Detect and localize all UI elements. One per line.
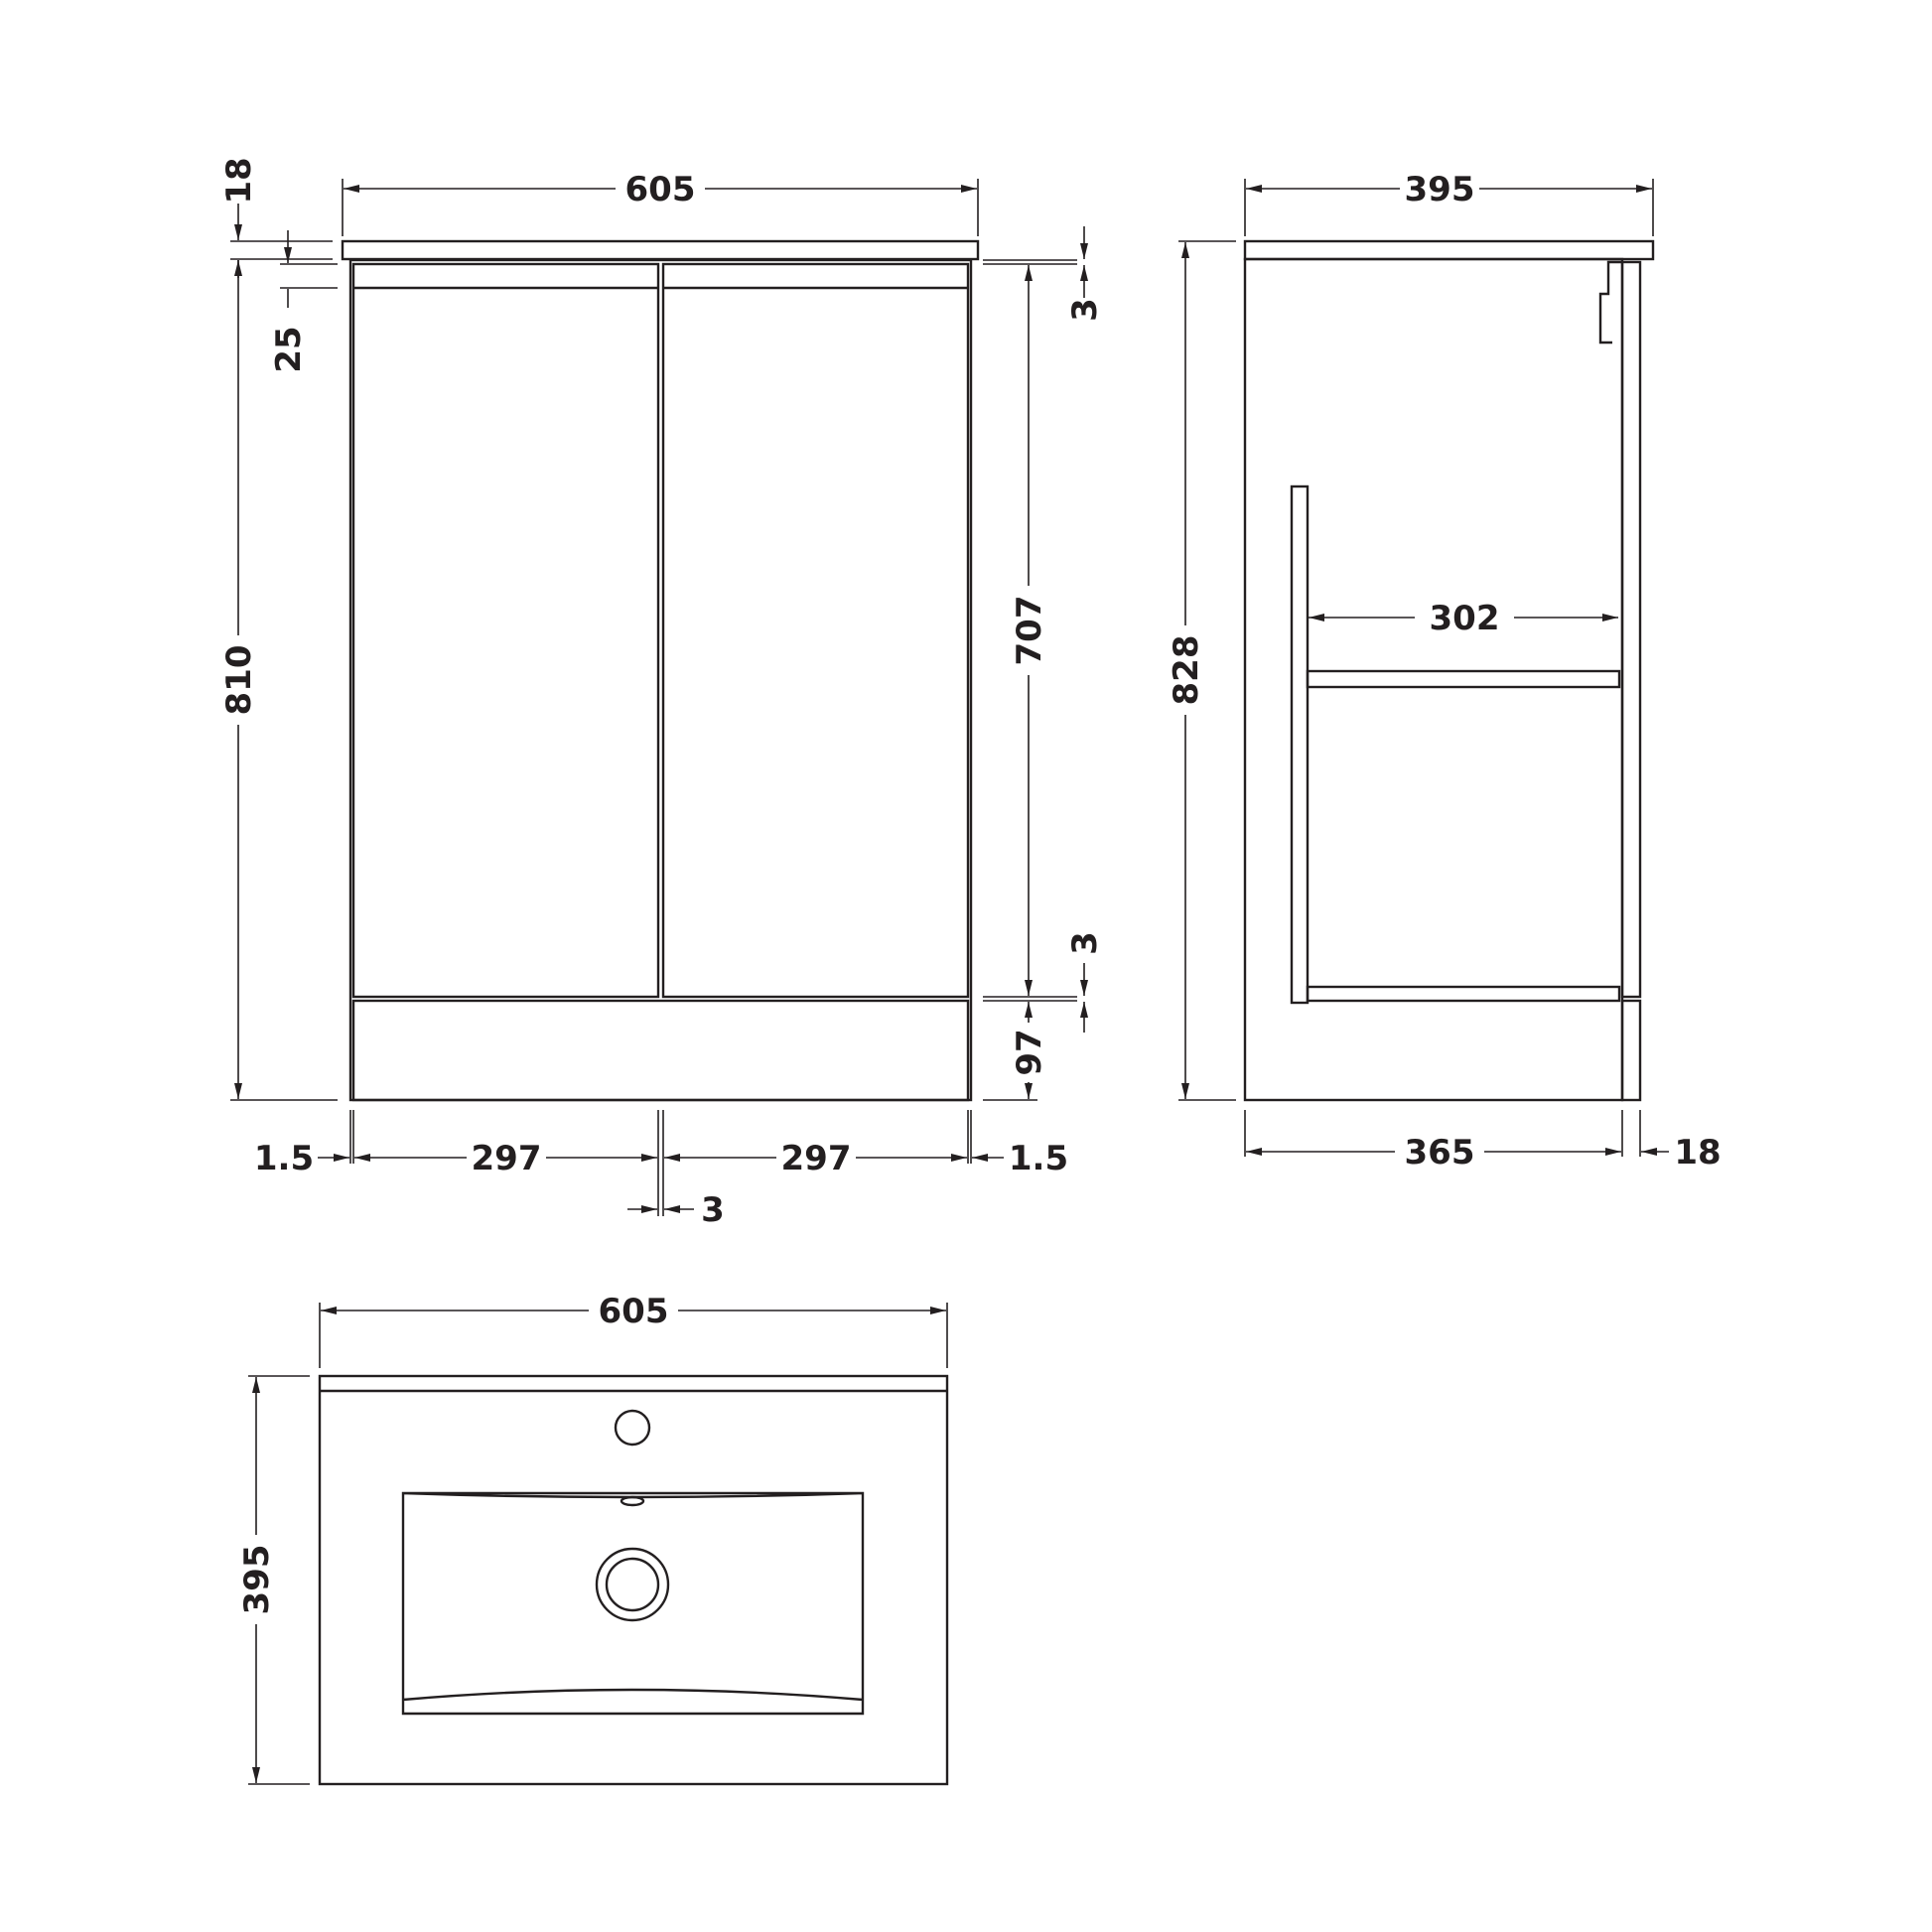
left-door: [351, 262, 660, 999]
carcass-depth-label: 365: [1405, 1133, 1475, 1173]
front-carcass: [348, 258, 973, 1102]
front-dimensions: 605 18 25 810 707 3 3: [219, 157, 1105, 1230]
plan-view: [318, 1374, 949, 1786]
overflow-slot: [620, 1495, 645, 1507]
left-door-width-label: 297: [472, 1139, 542, 1178]
right-reveal-label: 1.5: [1009, 1139, 1068, 1178]
handle-profile: [1598, 260, 1622, 345]
plan-dimensions: 605 395: [237, 1292, 948, 1785]
side-carcass: [1243, 257, 1624, 1102]
worktop-thickness-label: 18: [219, 157, 259, 204]
top-gap-label: 25: [269, 326, 309, 372]
front-worktop: [341, 239, 980, 261]
plinth-height-label: 97: [1010, 1029, 1049, 1075]
side-height-label: 828: [1167, 635, 1206, 706]
upper-gap-label: 3: [1065, 298, 1105, 322]
front-plinth: [351, 999, 970, 1102]
right-door-width-label: 297: [781, 1139, 852, 1178]
side-door: [1620, 260, 1642, 999]
front-height-label: 810: [219, 645, 259, 716]
basin-outline: [318, 1374, 949, 1786]
centre-gap-label: 3: [701, 1190, 725, 1230]
front-width-label: 605: [625, 170, 696, 209]
side-shelf: [1306, 669, 1621, 689]
left-reveal-label: 1.5: [254, 1139, 314, 1178]
basin-bowl: [401, 1491, 865, 1716]
shelf-depth-label: 302: [1430, 599, 1500, 638]
waste-inner: [605, 1557, 660, 1612]
basin-width-label: 605: [599, 1292, 669, 1331]
side-worktop: [1243, 239, 1655, 261]
side-back-panel: [1290, 484, 1310, 1005]
tap-hole: [614, 1409, 651, 1447]
door-height-label: 707: [1010, 596, 1049, 666]
side-view: [1243, 239, 1655, 1102]
waste-outer: [595, 1547, 670, 1622]
side-base-panel: [1306, 985, 1621, 1003]
side-dimensions: 395 828 302 365 18: [1167, 170, 1722, 1173]
basin-depth-label: 395: [237, 1545, 277, 1615]
side-depth-label: 395: [1405, 170, 1475, 209]
lower-gap-label: 3: [1065, 931, 1105, 955]
side-plinth-front: [1620, 999, 1642, 1102]
front-view: [341, 239, 980, 1102]
door-thickness-label: 18: [1674, 1133, 1721, 1173]
right-door: [661, 262, 970, 999]
